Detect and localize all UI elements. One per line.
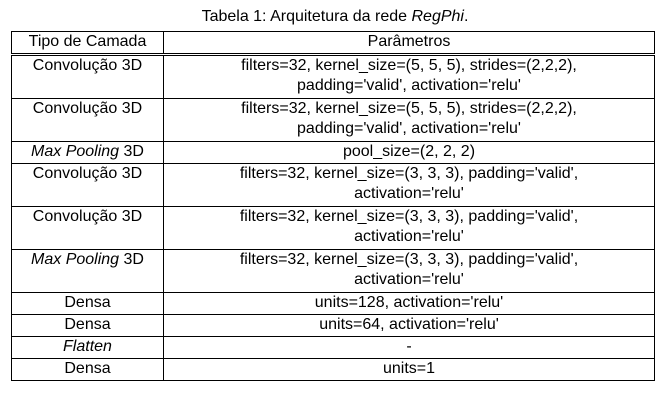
layer-type-cell: Max Pooling 3D <box>11 141 164 164</box>
caption-suffix: . <box>463 8 469 25</box>
parameters-cell: filters=32, kernel_size=(3, 3, 3), paddi… <box>163 249 655 293</box>
layer-type-cell: Densa <box>11 292 164 315</box>
parameters-line: pool_size=(2, 2, 2) <box>342 143 476 160</box>
parameters-line: padding='valid', activation='relu' <box>297 120 521 137</box>
layer-type-cell: Convolução 3D <box>11 98 164 142</box>
header-row: Tipo de Camada Parâmetros <box>11 31 655 56</box>
caption-prefix: Tabela 1: Arquitetura da rede <box>201 8 412 25</box>
parameters-line: filters=32, kernel_size=(3, 3, 3), paddi… <box>239 251 579 268</box>
layer-type-cell: Convolução 3D <box>11 54 164 99</box>
parameters-line: units=128, activation='relu' <box>314 294 504 311</box>
layer-type-italic-label: Max Pooling <box>31 143 120 160</box>
table-row: Convolução 3D filters=32, kernel_size=(3,… <box>11 163 655 207</box>
parameters-line: - <box>406 338 412 355</box>
header-layer-type: Tipo de Camada <box>11 31 164 56</box>
parameters-cell: units=64, activation='relu' <box>163 314 655 337</box>
parameters-cell: - <box>163 336 655 359</box>
parameters-cell: units=128, activation='relu' <box>163 292 655 315</box>
layer-type-cell: Max Pooling 3D <box>11 249 164 293</box>
parameters-cell: filters=32, kernel_size=(5, 5, 5), strid… <box>163 98 655 142</box>
parameters-line: activation='relu' <box>354 228 464 245</box>
parameters-line: units=64, activation='relu' <box>319 316 499 333</box>
parameters-cell: filters=32, kernel_size=(3, 3, 3), paddi… <box>163 206 655 250</box>
layer-type-cell: Densa <box>11 358 164 381</box>
parameters-line: activation='relu' <box>354 271 464 288</box>
table-row: Convolução 3D filters=32, kernel_size=(5,… <box>11 98 655 142</box>
layer-type-italic-label: Flatten <box>63 338 112 355</box>
parameters-cell: units=1 <box>163 358 655 381</box>
layer-type-suffix: 3D <box>119 143 144 160</box>
table-caption: Tabela 1: Arquitetura da rede RegPhi. <box>0 8 670 26</box>
layer-type-label: Convolução 3D <box>32 100 143 117</box>
parameters-line: activation='relu' <box>354 185 464 202</box>
parameters-line: filters=32, kernel_size=(5, 5, 5), strid… <box>241 100 577 117</box>
parameters-line: filters=32, kernel_size=(3, 3, 3), paddi… <box>239 165 579 182</box>
layer-type-cell: Convolução 3D <box>11 163 164 207</box>
layer-type-cell: Convolução 3D <box>11 206 164 250</box>
layer-type-label: Densa <box>64 360 111 377</box>
layer-type-cell: Flatten <box>11 336 164 359</box>
layer-type-italic-label: Max Pooling <box>31 251 120 268</box>
table-row: Convolução 3D filters=32, kernel_size=(5,… <box>11 54 655 99</box>
layer-type-label: Convolução 3D <box>32 165 143 182</box>
table-row: Convolução 3D filters=32, kernel_size=(3,… <box>11 206 655 250</box>
parameters-line: filters=32, kernel_size=(5, 5, 5), strid… <box>241 57 577 74</box>
table-row: Max Pooling 3D filters=32, kernel_size=(3… <box>11 249 655 293</box>
layer-type-suffix: 3D <box>119 251 144 268</box>
layer-type-cell: Densa <box>11 314 164 337</box>
parameters-cell: filters=32, kernel_size=(3, 3, 3), paddi… <box>163 163 655 207</box>
header-parameters: Parâmetros <box>163 31 655 56</box>
parameters-line: units=1 <box>382 360 436 377</box>
table-row: Densa units=64, activation='relu' <box>11 314 655 337</box>
table-row: Densa units=1 <box>11 358 655 381</box>
table-row: Max Pooling 3D pool_size=(2, 2, 2) <box>11 141 655 164</box>
architecture-table: Tipo de Camada Parâmetros Convolução 3D f… <box>11 31 655 381</box>
table-row: Flatten - <box>11 336 655 359</box>
parameters-cell: pool_size=(2, 2, 2) <box>163 141 655 164</box>
caption-network-name: RegPhi <box>411 8 464 25</box>
parameters-cell: filters=32, kernel_size=(5, 5, 5), strid… <box>163 54 655 99</box>
layer-type-label: Densa <box>64 316 111 333</box>
layer-type-label: Convolução 3D <box>32 208 143 225</box>
table-row: Densa units=128, activation='relu' <box>11 292 655 315</box>
parameters-line: padding='valid', activation='relu' <box>297 77 521 94</box>
layer-type-label: Convolução 3D <box>32 57 143 74</box>
layer-type-label: Densa <box>64 294 111 311</box>
parameters-line: filters=32, kernel_size=(3, 3, 3), paddi… <box>239 208 579 225</box>
